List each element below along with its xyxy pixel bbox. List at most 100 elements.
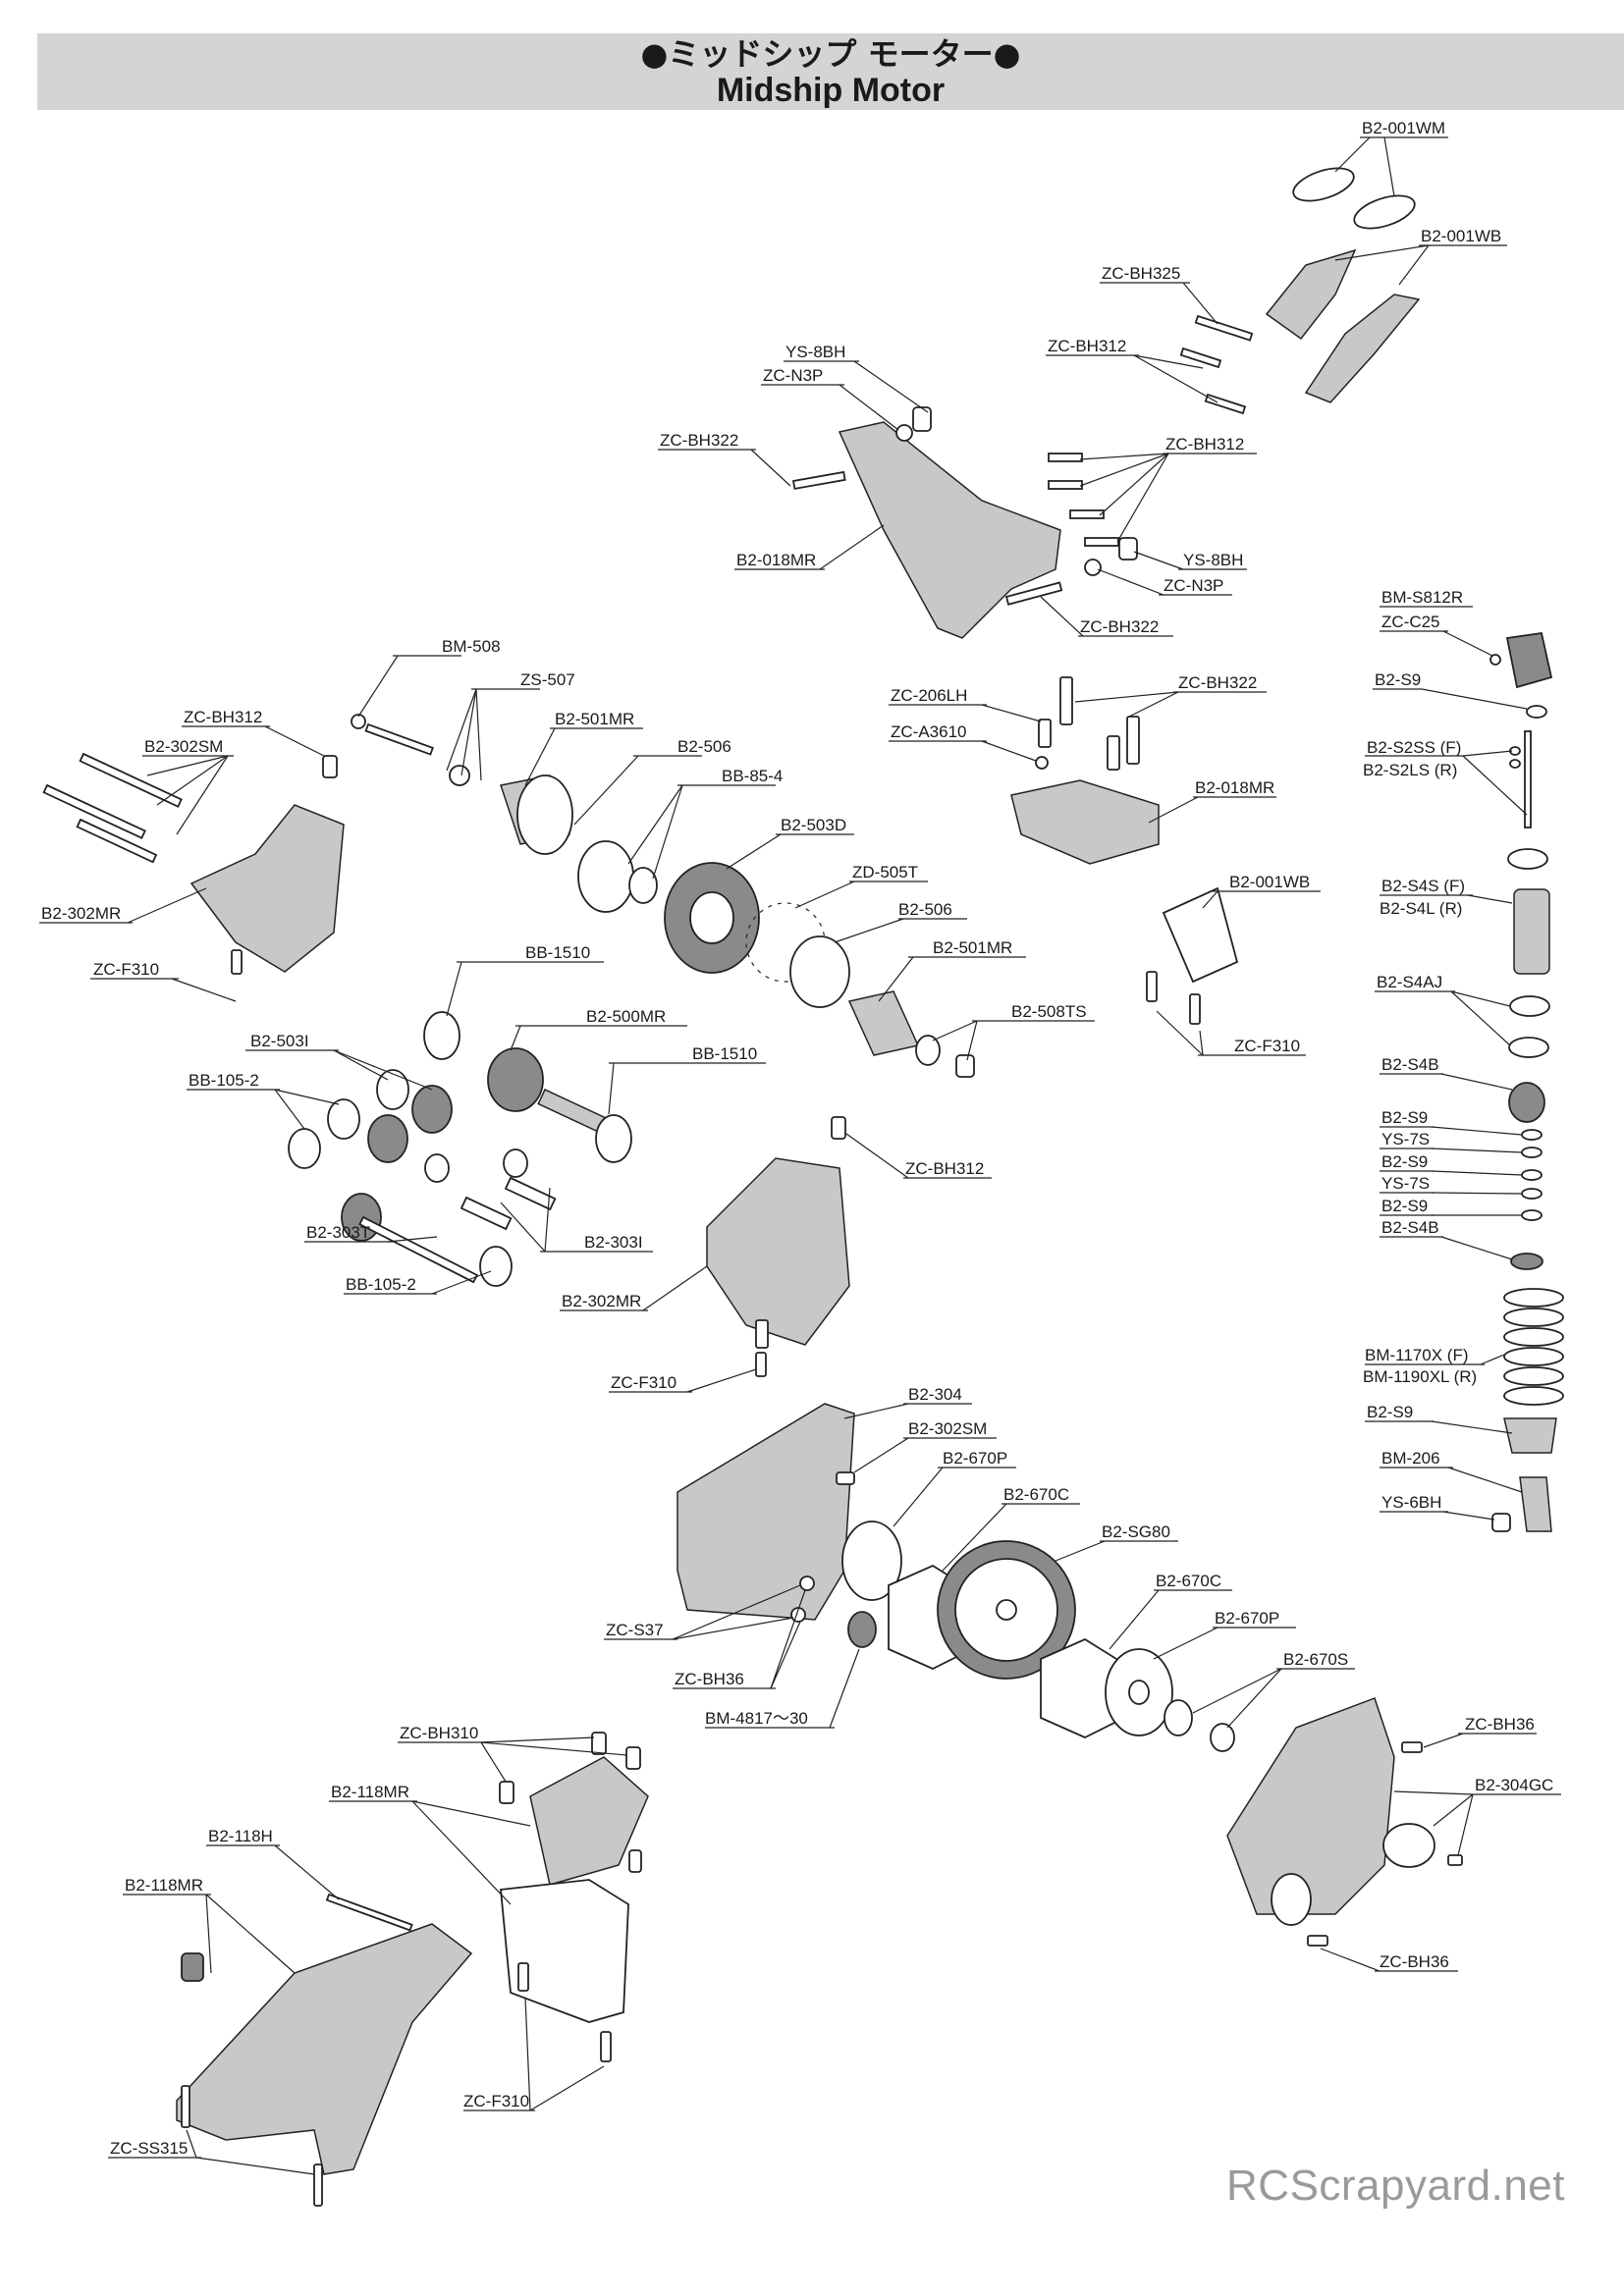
label-ys-8bh-top: YS-8BH (784, 343, 929, 413)
svg-text:ZC-206LH: ZC-206LH (891, 686, 967, 705)
label-zc-bh312-right: ZC-BH312 (1079, 435, 1257, 543)
label-zc-c25: ZC-C25 (1380, 613, 1493, 657)
svg-text:ZC-BH322: ZC-BH322 (1178, 673, 1257, 692)
label-b2-302mr-left: B2-302MR (39, 887, 207, 924)
svg-text:ZS-507: ZS-507 (520, 670, 575, 689)
svg-text:B2-506: B2-506 (898, 900, 952, 919)
svg-text:BM-1170X (F): BM-1170X (F) (1365, 1346, 1469, 1364)
label-b2-304gc: B2-304GC (1393, 1776, 1561, 1856)
label-zc-bh36-bottom: ZC-BH36 (1320, 1948, 1458, 1972)
svg-text:B2-302SM: B2-302SM (144, 737, 223, 756)
svg-text:ZC-BH36: ZC-BH36 (675, 1670, 744, 1688)
svg-text:B2-018MR: B2-018MR (736, 551, 816, 569)
svg-text:ZC-BH312: ZC-BH312 (905, 1159, 984, 1178)
label-zc-ss315: ZC-SS315 (108, 2129, 315, 2175)
label-b2-s4b-bottom: B2-S4B (1380, 1218, 1513, 1260)
svg-text:ZC-F310: ZC-F310 (1234, 1037, 1300, 1055)
label-b2-501mr-mid: B2-501MR (878, 938, 1026, 1002)
svg-text:B2-500MR: B2-500MR (586, 1007, 666, 1026)
label-b2-506-mid: B2-506 (834, 900, 967, 943)
part-labels: B2-001WM B2-001WB ZC-BH325 ZC-BH312 YS-8… (39, 119, 1561, 2175)
label-zc-f310-bottom: ZC-F310 (463, 1997, 605, 2111)
svg-text:ZC-F310: ZC-F310 (93, 960, 159, 979)
shock-spring (1503, 1288, 1564, 1406)
label-b2-302sm-mid: B2-302SM (853, 1419, 997, 1473)
svg-text:YS-6BH: YS-6BH (1381, 1493, 1441, 1512)
svg-text:BB-85-4: BB-85-4 (722, 767, 783, 785)
svg-text:BB-1510: BB-1510 (525, 943, 590, 962)
shock-absorber-parts (1489, 631, 1564, 1532)
svg-text:ZC-BH322: ZC-BH322 (660, 431, 738, 450)
label-b2-303t: B2-303T (304, 1223, 438, 1243)
svg-text:B2-S9: B2-S9 (1367, 1403, 1413, 1421)
label-b2-001wb-top: B2-001WB (1334, 227, 1507, 286)
motor-mount-parts (176, 1732, 649, 2207)
label-zc-bh312-top: ZC-BH312 (1046, 337, 1218, 403)
label-b2-303i: B2-303I (500, 1187, 653, 1253)
label-bb-85-4: BB-85-4 (627, 767, 783, 880)
label-b2-s4aj: B2-S4AJ (1375, 973, 1511, 1046)
page-header: ●ミッドシップ モーター● Midship Motor (37, 33, 1624, 110)
label-b2-s4s: B2-S4S (F)B2-S4L (R) (1380, 877, 1513, 918)
svg-text:B2-670C: B2-670C (1156, 1572, 1221, 1590)
svg-text:B2-303I: B2-303I (584, 1233, 643, 1252)
label-ys-6bh: YS-6BH (1380, 1493, 1495, 1521)
svg-text:B2-018MR: B2-018MR (1195, 778, 1274, 797)
svg-text:B2-503D: B2-503D (781, 816, 846, 834)
label-zc-s37: ZC-S37 (604, 1584, 801, 1640)
svg-text:B2-506: B2-506 (677, 737, 731, 756)
svg-text:ZC-BH312: ZC-BH312 (184, 708, 262, 726)
label-bb-105-2-bottom: BB-105-2 (344, 1270, 492, 1295)
svg-text:ZC-BH310: ZC-BH310 (400, 1724, 478, 1742)
label-b2-302sm-left: B2-302SM (142, 737, 234, 835)
svg-text:B2-670P: B2-670P (1215, 1609, 1279, 1628)
svg-text:B2-118MR: B2-118MR (125, 1876, 203, 1895)
gear-plate-parts (677, 1403, 1463, 1947)
svg-text:ZC-N3P: ZC-N3P (1164, 576, 1223, 595)
svg-text:B2-S2LS (R): B2-S2LS (R) (1363, 761, 1457, 779)
transmission-parts (288, 1011, 850, 1377)
svg-text:YS-8BH: YS-8BH (785, 343, 845, 361)
svg-text:B2-S9: B2-S9 (1381, 1108, 1428, 1127)
svg-text:B2-302MR: B2-302MR (562, 1292, 641, 1310)
label-zc-bh312-mid: ZC-BH312 (845, 1133, 992, 1179)
svg-text:ZC-BH36: ZC-BH36 (1380, 1952, 1449, 1971)
label-b2-501mr-top: B2-501MR (524, 710, 643, 786)
label-b2-118mr-left: B2-118MR (123, 1876, 296, 1974)
svg-text:B2-S9: B2-S9 (1381, 1152, 1428, 1171)
svg-text:B2-501MR: B2-501MR (555, 710, 634, 728)
label-zc-bh322-right: ZC-BH322 (1040, 596, 1173, 637)
shock-tower-parts (791, 406, 1138, 639)
svg-text:B2-001WB: B2-001WB (1421, 227, 1501, 245)
label-ys-7s-a: YS-7S (1380, 1130, 1523, 1153)
svg-text:B2-302MR: B2-302MR (41, 904, 121, 923)
label-bm-4817: BM-4817～30 (705, 1648, 860, 1729)
svg-text:B2-670S: B2-670S (1283, 1650, 1348, 1669)
label-zc-bh322-left: ZC-BH322 (658, 431, 791, 487)
label-bb-1510-top: BB-1510 (446, 943, 604, 1017)
svg-text:ZC-BH312: ZC-BH312 (1165, 435, 1244, 454)
svg-text:B2-501MR: B2-501MR (933, 938, 1012, 957)
svg-text:B2-508TS: B2-508TS (1011, 1002, 1087, 1021)
label-b2-018mr-mid: B2-018MR (1148, 778, 1276, 824)
label-bm-s812r: BM-S812R (1380, 588, 1473, 608)
label-b2-s9-a: B2-S9 (1380, 1108, 1523, 1136)
watermark: RCScrapyard.net (1226, 2162, 1565, 2210)
label-zc-bh36-right: ZC-BH36 (1423, 1715, 1537, 1748)
svg-text:B2-S4L (R): B2-S4L (R) (1380, 899, 1462, 918)
svg-text:ZC-BH325: ZC-BH325 (1102, 264, 1180, 283)
label-b2-304: B2-304 (843, 1385, 972, 1419)
wing-mount-parts (1179, 167, 1421, 415)
svg-text:BB-1510: BB-1510 (692, 1044, 757, 1063)
label-b2-001wb-mid: B2-001WB (1202, 873, 1321, 909)
svg-text:B2-118MR: B2-118MR (331, 1783, 409, 1801)
label-b2-s9-top: B2-S9 (1373, 670, 1528, 710)
label-bb-105-2-left: BB-105-2 (187, 1071, 340, 1130)
label-b2-018mr-top: B2-018MR (734, 524, 885, 570)
svg-text:ZC-BH312: ZC-BH312 (1048, 337, 1126, 355)
label-b2-302mr-mid: B2-302MR (560, 1265, 708, 1311)
svg-text:B2-S2SS (F): B2-S2SS (F) (1367, 738, 1461, 757)
svg-text:B2-670C: B2-670C (1003, 1485, 1069, 1504)
svg-text:B2-SG80: B2-SG80 (1102, 1522, 1170, 1541)
svg-text:ZC-N3P: ZC-N3P (763, 366, 823, 385)
